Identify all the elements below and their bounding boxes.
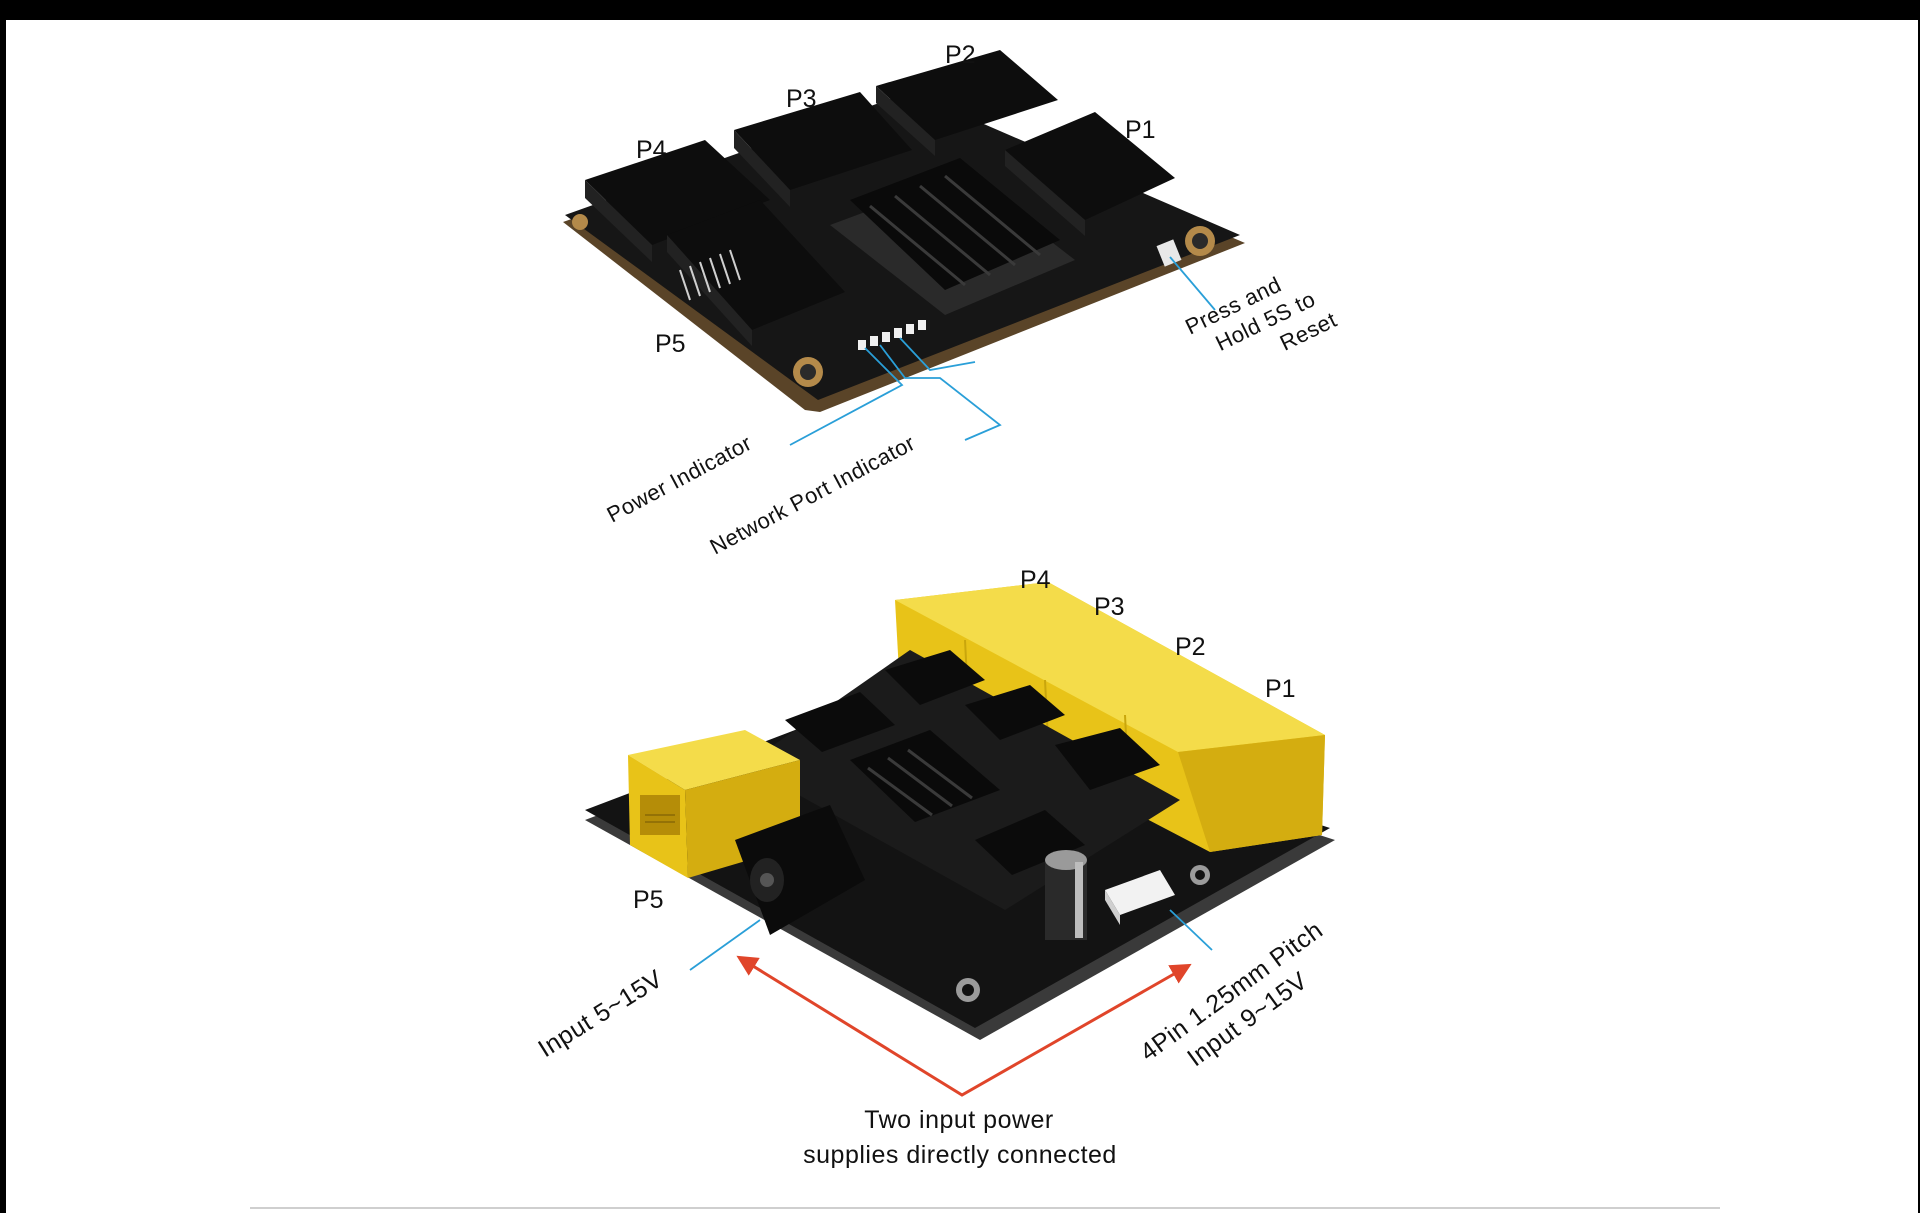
pin-header-label: 4Pin 1.25mm Pitch Input 9~15V — [1135, 916, 1328, 1072]
transformer — [785, 692, 895, 752]
top-switch-board — [563, 50, 1245, 412]
mounting-hole — [572, 214, 588, 230]
rj45-quad-block — [895, 582, 1325, 852]
transformer-p5 — [667, 200, 845, 346]
reset-callout-line — [1169, 256, 1216, 311]
dc-barrel-jack — [735, 805, 865, 935]
transformer — [1055, 728, 1160, 790]
network-indicator-callout-line — [879, 344, 1002, 441]
power-note-line-2: supplies directly connected — [803, 1141, 1117, 1169]
transformer — [965, 685, 1065, 740]
bottom-switch-board — [585, 582, 1335, 1040]
transformer-p3 — [734, 92, 912, 207]
transformer-p1 — [1005, 112, 1175, 236]
power-note-line-1: Two input power — [864, 1106, 1054, 1134]
bottom-port-label-p4: P4 — [1020, 566, 1051, 594]
4pin-power-connector — [1105, 870, 1175, 925]
bottom-port-label-p1: P1 — [1265, 675, 1296, 703]
top-port-label-p1: P1 — [1125, 116, 1156, 144]
pin-header-callout-line — [1169, 909, 1213, 951]
transformer-p2 — [876, 50, 1058, 156]
transformer-p4 — [585, 140, 770, 262]
power-supply-double-arrow — [736, 955, 1192, 1097]
mounting-hole — [1185, 226, 1215, 256]
top-callout-lines — [789, 256, 1216, 446]
dc-input-voltage-label: Input 5~15V — [533, 965, 667, 1063]
top-port-label-p3: P3 — [786, 85, 817, 113]
power-indicator-callout-line — [789, 347, 904, 446]
mounting-hole — [793, 357, 823, 387]
transformer — [975, 810, 1085, 875]
transformer — [885, 650, 985, 705]
top-port-label-p2: P2 — [945, 41, 976, 69]
bottom-port-label-p3: P3 — [1094, 593, 1125, 621]
top-port-label-p5: P5 — [655, 330, 686, 358]
mounting-hole — [956, 978, 980, 1002]
mounting-hole — [1190, 865, 1210, 885]
electrolytic-capacitor — [1045, 850, 1087, 940]
power-indicator-label: Power Indicator — [603, 430, 756, 527]
indicator-leds — [858, 320, 926, 350]
bottom-callout-lines — [689, 909, 1213, 971]
bottom-port-label-p5: P5 — [633, 886, 664, 914]
heatsink — [850, 158, 1060, 290]
dc-input-callout-line — [689, 919, 761, 971]
heatsink — [850, 730, 1000, 822]
bottom-divider — [250, 1207, 1720, 1209]
top-port-label-p4: P4 — [636, 136, 667, 164]
reset-button — [1156, 239, 1182, 267]
bottom-port-label-p2: P2 — [1175, 633, 1206, 661]
reset-instruction-label: Press and Hold 5S to Reset — [1181, 272, 1341, 356]
